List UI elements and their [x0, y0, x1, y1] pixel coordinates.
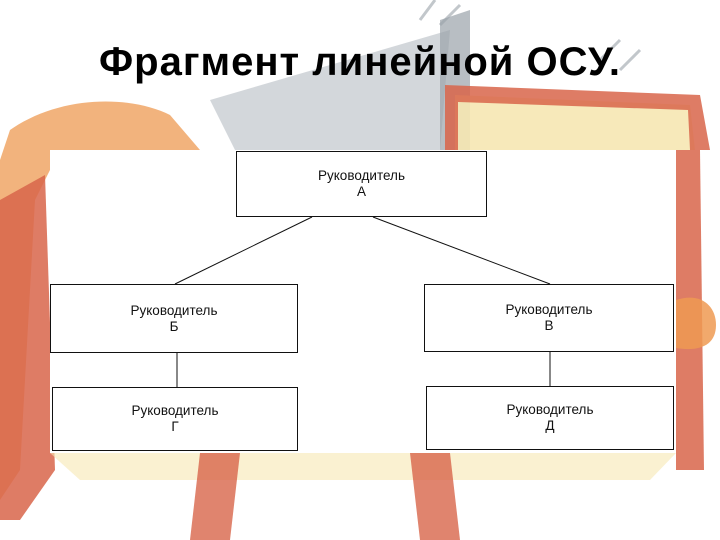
- clipart-sign-board: [455, 95, 695, 150]
- clipart-leg-right: [410, 453, 460, 540]
- clipart-hand: [676, 297, 716, 350]
- clipart-megaphone-cone: [210, 30, 450, 150]
- node-g-letter: Г: [171, 419, 179, 434]
- clipart-bottom-shape: [50, 453, 676, 480]
- edge-a-b: [174, 216, 313, 285]
- slide-title: Фрагмент линейной ОСУ.: [99, 40, 621, 84]
- node-a-letter: А: [356, 184, 366, 199]
- clipart-figure-arm: [0, 175, 55, 520]
- org-chart-panel: Руководитель А Руководитель Б Руководите…: [50, 150, 676, 453]
- node-a-label: Руководитель: [318, 168, 405, 183]
- clipart-sign-frame: [445, 85, 710, 150]
- node-b-label: Руководитель: [130, 302, 218, 318]
- node-manager-g: Руководитель Г: [52, 387, 298, 451]
- node-d-label: Руководитель: [506, 402, 594, 417]
- node-v-letter: В: [544, 318, 554, 333]
- node-manager-a: Руководитель А: [236, 151, 487, 217]
- org-chart-connectors: [174, 216, 551, 387]
- node-g-label: Руководитель: [131, 403, 219, 418]
- edge-a-v: [372, 216, 551, 285]
- node-manager-v: Руководитель В: [424, 284, 674, 352]
- clipart-leg-left: [190, 453, 240, 540]
- node-b-letter: Б: [169, 318, 179, 334]
- node-d-letter: Д: [545, 418, 555, 433]
- node-manager-d: Руководитель Д: [426, 386, 674, 450]
- node-manager-b: Руководитель Б: [50, 284, 298, 353]
- clipart-lines: [418, 0, 642, 72]
- node-v-label: Руководитель: [505, 302, 593, 317]
